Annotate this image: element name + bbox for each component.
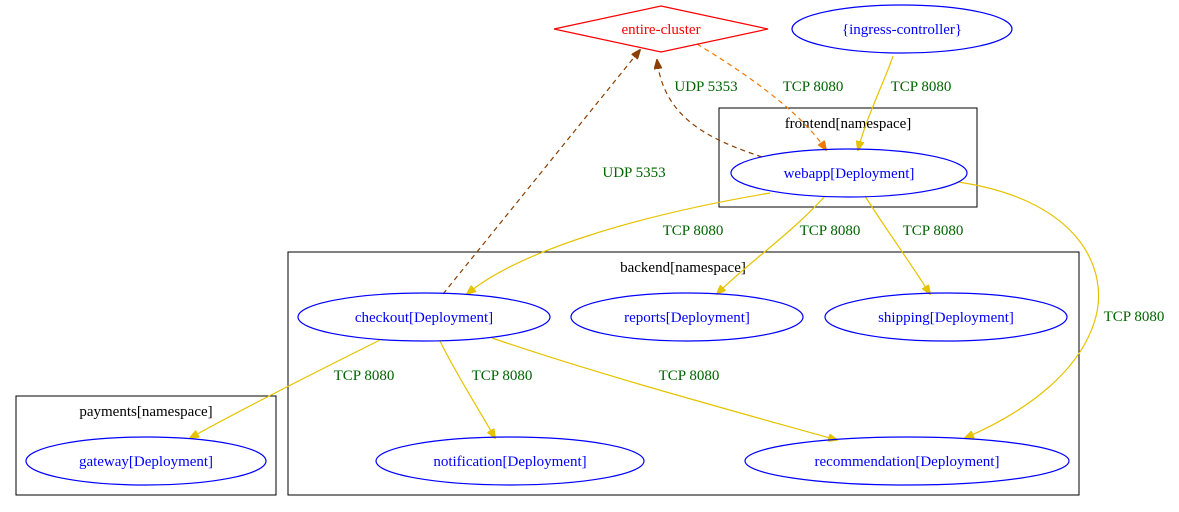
node-gateway-label: gateway[Deployment] bbox=[79, 454, 213, 470]
edge-label-webapp-to-shipping: TCP 8080 bbox=[903, 223, 964, 239]
node-checkout-label: checkout[Deployment] bbox=[355, 310, 493, 326]
node-recommendation[interactable]: recommendation[Deployment] bbox=[744, 436, 1070, 486]
edge-label-webapp-to-recommendation: TCP 8080 bbox=[1104, 309, 1165, 325]
node-entire-cluster[interactable]: entire-cluster bbox=[553, 5, 769, 53]
node-reports[interactable]: reports[Deployment] bbox=[570, 292, 804, 342]
edge-label-ingress-to-webapp: TCP 8080 bbox=[891, 79, 952, 95]
node-reports-label: reports[Deployment] bbox=[624, 310, 750, 326]
node-notification[interactable]: notification[Deployment] bbox=[375, 436, 645, 486]
edge-checkout-to-gateway bbox=[190, 339, 381, 438]
node-ingress-controller[interactable]: {ingress-controller} bbox=[791, 4, 1013, 54]
edge-label-webapp-to-reports: TCP 8080 bbox=[800, 223, 861, 239]
node-webapp[interactable]: webapp[Deployment] bbox=[730, 148, 968, 198]
edge-label-checkout-to-recommendation: TCP 8080 bbox=[659, 368, 720, 384]
edge-label-checkout-to-gateway: TCP 8080 bbox=[334, 368, 395, 384]
edge-ingress-to-webapp bbox=[858, 55, 894, 150]
edge-webapp-to-entire-cluster bbox=[657, 60, 763, 158]
node-gateway[interactable]: gateway[Deployment] bbox=[25, 436, 267, 486]
node-ingress-controller-label: {ingress-controller} bbox=[842, 22, 962, 38]
edge-entire-cluster-to-webapp bbox=[696, 43, 826, 150]
node-webapp-label: webapp[Deployment] bbox=[784, 166, 915, 182]
edge-label-webapp-to-entire-cluster: UDP 5353 bbox=[674, 79, 737, 95]
edge-checkout-to-entire-cluster bbox=[442, 50, 640, 295]
edge-checkout-to-notification bbox=[439, 340, 495, 438]
edge-label-checkout-to-notification: TCP 8080 bbox=[472, 368, 533, 384]
cluster-backend-label: backend[namespace] bbox=[620, 260, 746, 276]
cluster-frontend: frontend[namespace] bbox=[718, 107, 978, 208]
node-entire-cluster-label: entire-cluster bbox=[621, 22, 700, 38]
cluster-backend: backend[namespace] bbox=[287, 251, 1080, 496]
edge-webapp-to-reports bbox=[717, 195, 826, 294]
cluster-frontend-label: frontend[namespace] bbox=[785, 116, 912, 132]
edge-label-entire-cluster-to-webapp: TCP 8080 bbox=[783, 79, 844, 95]
node-checkout[interactable]: checkout[Deployment] bbox=[297, 292, 551, 342]
node-recommendation-label: recommendation[Deployment] bbox=[815, 454, 1000, 470]
node-shipping[interactable]: shipping[Deployment] bbox=[824, 292, 1068, 342]
edge-webapp-to-recommendation bbox=[957, 181, 1100, 438]
edge-webapp-to-shipping bbox=[864, 195, 930, 294]
edge-checkout-to-recommendation bbox=[491, 337, 837, 440]
cluster-payments: payments[namespace] bbox=[15, 395, 277, 496]
edge-label-webapp-to-checkout: TCP 8080 bbox=[663, 223, 724, 239]
edge-webapp-to-checkout bbox=[467, 192, 771, 294]
cluster-payments-label: payments[namespace] bbox=[79, 404, 212, 420]
node-notification-label: notification[Deployment] bbox=[433, 454, 586, 470]
edge-label-checkout-to-entire-cluster: UDP 5353 bbox=[602, 165, 665, 181]
node-shipping-label: shipping[Deployment] bbox=[878, 310, 1014, 326]
